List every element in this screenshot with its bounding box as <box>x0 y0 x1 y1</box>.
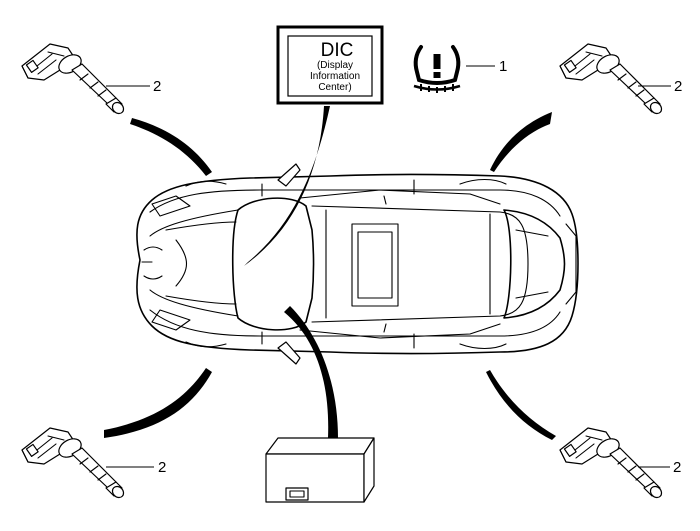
tire-pressure-warning-icon <box>413 45 461 93</box>
dic-subtitle-line1: (Display <box>317 60 353 71</box>
dic-display: DIC (Display Information Center) <box>276 25 384 105</box>
tpms-sensor-front-left <box>21 43 127 117</box>
callout-label-rear-left: 2 <box>158 459 166 476</box>
dic-subtitle-line2: Information <box>310 71 360 82</box>
signal-arrow-rear-right <box>486 370 556 440</box>
vehicle-top-view <box>136 163 579 365</box>
signal-arrow-to-module <box>284 306 338 438</box>
callout-label-front-right: 2 <box>674 78 682 95</box>
dic-title: DIC <box>321 40 354 61</box>
signal-arrow-front-left <box>130 118 212 176</box>
dic-subtitle-line3: Center) <box>318 82 351 93</box>
signal-arrow-to-dic <box>244 106 330 266</box>
callout-label-front-left: 2 <box>153 78 161 95</box>
signal-arrow-front-right <box>490 112 552 172</box>
signal-arrow-rear-left <box>104 368 212 438</box>
callout-label-rear-right: 2 <box>673 459 681 476</box>
tpms-sensor-rear-left <box>21 427 127 501</box>
callout-label-1: 1 <box>499 58 507 75</box>
tpms-receiver-module <box>265 437 375 503</box>
tpms-sensor-rear-right <box>559 427 665 501</box>
tpms-sensor-front-right <box>559 43 665 117</box>
